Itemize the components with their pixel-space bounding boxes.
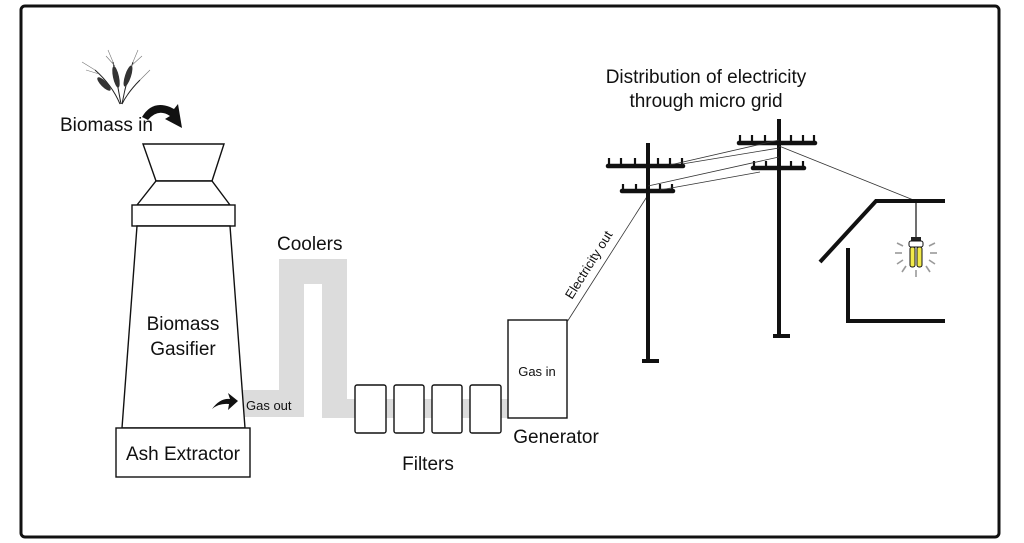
- generator-label: Generator: [513, 427, 599, 448]
- diagram-frame: [19, 4, 1001, 539]
- filter-unit: [431, 384, 463, 434]
- light-bulb-icon: [895, 201, 937, 277]
- house: [818, 199, 945, 323]
- filter-unit: [469, 384, 502, 434]
- distribution-title-line2: through micro grid: [629, 91, 782, 112]
- generator: [507, 319, 568, 419]
- biomass-in-label: Biomass in: [60, 115, 153, 136]
- utility-pole-right: [736, 119, 818, 338]
- electricity-out-label: Electricity out: [562, 228, 616, 302]
- filters-label: Filters: [402, 454, 454, 475]
- utility-pole-left: [605, 143, 686, 363]
- ash-extractor: [115, 427, 251, 478]
- gasifier-label-line2: Gasifier: [150, 339, 216, 360]
- curved-arrow-icon: [142, 104, 182, 128]
- filter-unit: [393, 384, 425, 434]
- gasifier-hopper: [131, 143, 236, 227]
- gasifier-label-line1: Biomass: [147, 314, 220, 335]
- arrow-right-icon: [212, 393, 238, 410]
- electricity-out-wire: [566, 194, 649, 323]
- ash-extractor-label: Ash Extractor: [126, 444, 241, 465]
- filters: [354, 384, 502, 434]
- filter-unit: [354, 384, 387, 434]
- distribution-title-line1: Distribution of electricity: [606, 67, 807, 88]
- gas-in-label: Gas in: [518, 364, 556, 379]
- gas-out-label: Gas out: [246, 398, 292, 413]
- wheat-icon: [81, 49, 151, 105]
- coolers-label: Coolers: [277, 234, 342, 255]
- grid-wires: [647, 139, 917, 202]
